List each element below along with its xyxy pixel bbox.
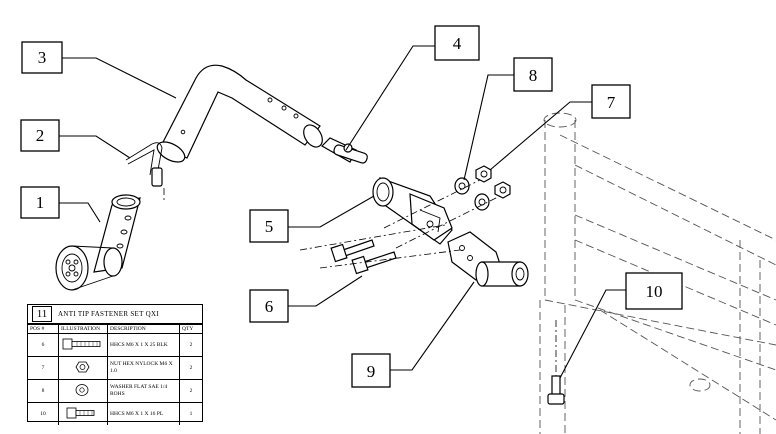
washer-icon (75, 384, 89, 396)
part-10-short-bolt (547, 375, 565, 405)
svg-text:10: 10 (646, 282, 663, 301)
row-illustration (58, 379, 108, 403)
callout-8: 8 (513, 57, 553, 92)
row-pos: 10 (28, 402, 59, 425)
row-description: WASHER FLAT SAE 1/4 ROHS (107, 379, 180, 403)
row-description: HHCS M6 X 1 X 16 PL (107, 402, 180, 425)
row-illustration (58, 333, 108, 357)
callout-7: 7 (591, 84, 631, 119)
assembly-centerlines (163, 179, 557, 376)
row-description: NUT HEX NYLOCK M6 X 1.0 (107, 356, 180, 380)
callout-10: 10 (625, 272, 683, 310)
svg-text:7: 7 (607, 93, 616, 112)
svg-text:2: 2 (36, 126, 45, 145)
fastener-table: POS # ILLUSTRATION DESCRIPTION QTY 6 HHC… (28, 324, 202, 425)
row-qty: 2 (179, 356, 202, 380)
callout-2: 2 (20, 119, 60, 152)
table-number-box: 11 (32, 306, 52, 322)
part-4-pin (321, 137, 368, 164)
callout-6: 6 (249, 289, 289, 323)
callout-1: 1 (20, 186, 60, 219)
row-qty: 2 (179, 333, 202, 357)
callout-3: 3 (21, 41, 63, 74)
svg-text:1: 1 (36, 193, 45, 212)
table-header-row: POS # ILLUSTRATION DESCRIPTION QTY (28, 324, 202, 334)
fastener-set-table: 11 ANTI TIP FASTENER SET QXI POS # ILLUS… (27, 304, 203, 425)
header-pos: POS # (28, 324, 59, 334)
svg-text:8: 8 (529, 66, 538, 85)
part-5-clamp (372, 177, 453, 245)
svg-text:4: 4 (453, 34, 462, 53)
part-3-bent-tube (156, 64, 323, 163)
svg-text:5: 5 (265, 217, 274, 236)
row-description: HHCS M6 X 1 X 25 BLK (107, 333, 180, 357)
part-7-nuts (475, 165, 511, 199)
table-row: 8 WASHER FLAT SAE 1/4 ROHS 2 (28, 379, 202, 403)
part-1-wheel-tube (55, 194, 141, 291)
short-bolt-icon (66, 407, 95, 419)
row-illustration (58, 402, 108, 425)
row-pos: 7 (28, 356, 59, 380)
table-row: 7 NUT HEX NYLOCK M6 X 1.0 2 (28, 356, 202, 380)
row-pos: 6 (28, 333, 59, 357)
row-illustration (58, 356, 108, 380)
table-title: ANTI TIP FASTENER SET QXI (58, 310, 159, 318)
part-8-washers (454, 177, 490, 211)
leader-lines (59, 45, 626, 379)
svg-text:3: 3 (38, 48, 47, 67)
table-row: 10 HHCS M6 X 1 X 16 PL 1 (28, 402, 202, 425)
row-qty: 2 (179, 379, 202, 403)
part-2-hairpin-clip (125, 142, 163, 187)
header-qty: QTY (179, 324, 202, 334)
part-9-bracket (447, 231, 529, 287)
svg-text:6: 6 (265, 297, 274, 316)
header-illustration: ILLUSTRATION (58, 324, 108, 334)
hex-nut-icon (75, 361, 90, 373)
callout-4: 4 (434, 25, 480, 61)
bolt-icon (62, 338, 101, 350)
row-qty: 1 (179, 402, 202, 425)
table-row: 6 HHCS M6 X 1 X 25 BLK 2 (28, 333, 202, 357)
header-description: DESCRIPTION (107, 324, 180, 334)
table-title-row: 11 ANTI TIP FASTENER SET QXI (28, 305, 202, 324)
row-pos: 8 (28, 379, 59, 403)
callout-5: 5 (249, 209, 289, 243)
callout-9: 9 (351, 353, 391, 388)
part-6-bolts (330, 239, 397, 275)
svg-text:9: 9 (367, 362, 376, 381)
